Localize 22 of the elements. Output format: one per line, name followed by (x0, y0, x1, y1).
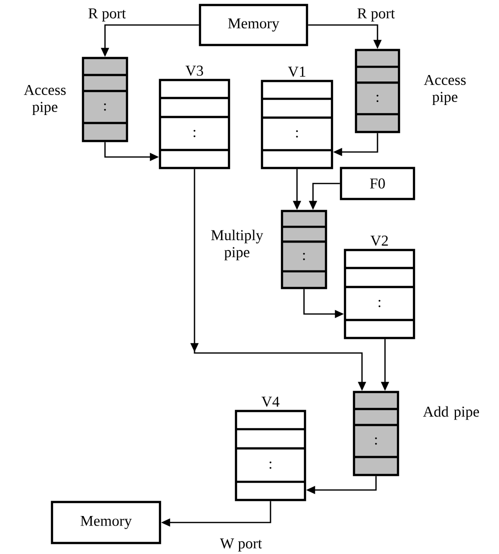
memory-box: Memory (50, 500, 162, 544)
pipe-drawing: : (352, 390, 400, 476)
pipe-label: Add pipe (423, 406, 479, 420)
pipe-drawing: : (354, 48, 400, 134)
edge-label: R port (356, 7, 396, 22)
pipe-label: Multiply pipe (211, 230, 264, 260)
pipe-label: Access pipe (24, 84, 66, 116)
pipe-drawing: : (82, 56, 128, 142)
edge-label: W port (218, 538, 264, 552)
pipe-drawing: : (280, 210, 328, 290)
register-name: V3 (186, 66, 204, 76)
memory-box: F0 (340, 166, 416, 200)
register-drawing: : (260, 80, 334, 170)
register-drawing: : (158, 78, 230, 170)
register-drawing: : (344, 248, 416, 340)
edge-label: R port (87, 7, 127, 22)
register-name: V2 (370, 236, 388, 246)
pipe-label: Access pipe (424, 74, 466, 106)
register-drawing: : (234, 410, 306, 502)
register-name: V1 (288, 66, 306, 77)
memory-box: Memory (198, 4, 308, 46)
register-name: V4 (262, 396, 280, 407)
